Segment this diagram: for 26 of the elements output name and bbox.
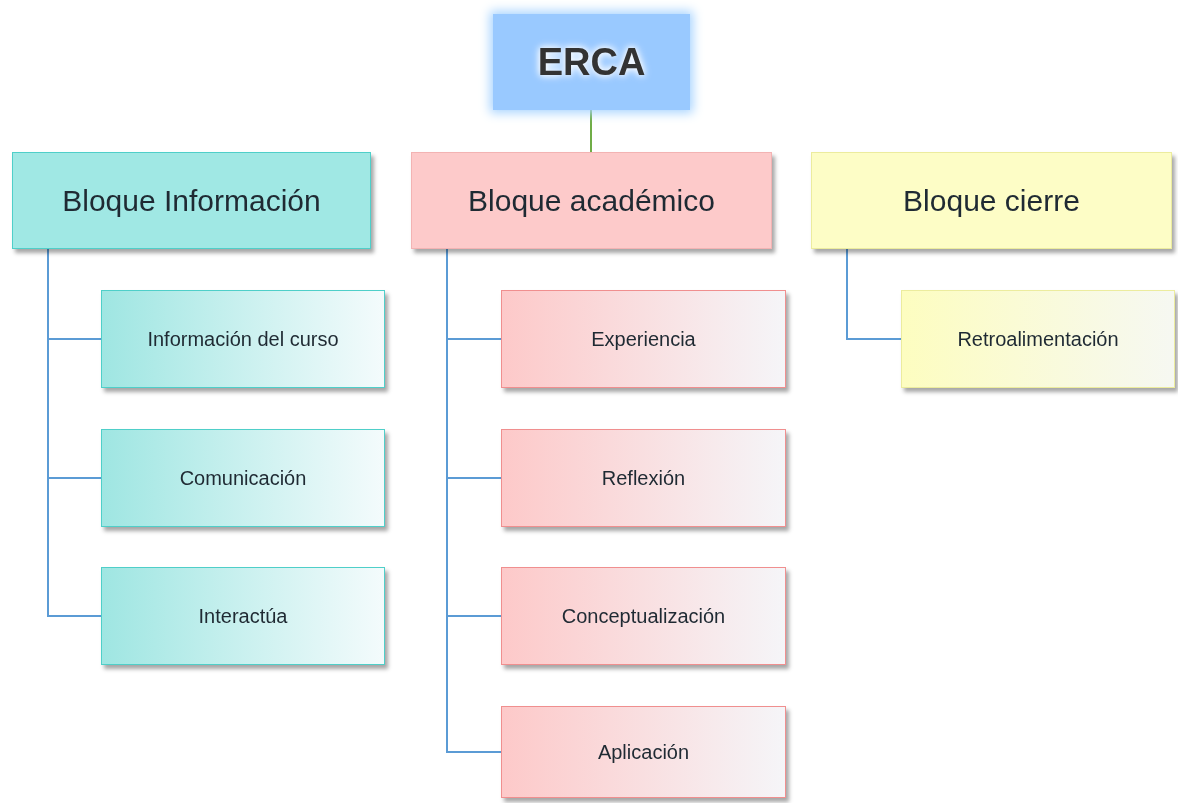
item-box (501, 706, 786, 798)
box-label: Reflexión (600, 466, 687, 490)
item-box (101, 567, 385, 665)
item-box (501, 429, 786, 527)
item-box (101, 429, 385, 527)
box-label: Experiencia (590, 327, 697, 351)
item-box (501, 567, 786, 665)
box-label: Información del curso (146, 327, 340, 351)
box-label: Conceptualización (560, 604, 727, 628)
box-label: ERCA (536, 40, 647, 84)
connector-line (846, 248, 902, 340)
connector-line (590, 109, 592, 153)
item-box (101, 290, 385, 388)
item-box (501, 290, 786, 388)
box-label: Interactúa (197, 604, 289, 628)
box-label: Bloque académico (467, 183, 716, 218)
box-label: Aplicación (596, 740, 691, 764)
box-label: Retroalimentación (956, 327, 1120, 351)
item-box (901, 290, 1175, 388)
category-box (811, 152, 1172, 249)
category-box (411, 152, 772, 249)
box-label: Bloque Información (61, 183, 322, 218)
box-label: Bloque cierre (902, 183, 1081, 218)
root-box (493, 14, 690, 110)
box-label: Comunicación (178, 466, 308, 490)
category-box (12, 152, 371, 249)
